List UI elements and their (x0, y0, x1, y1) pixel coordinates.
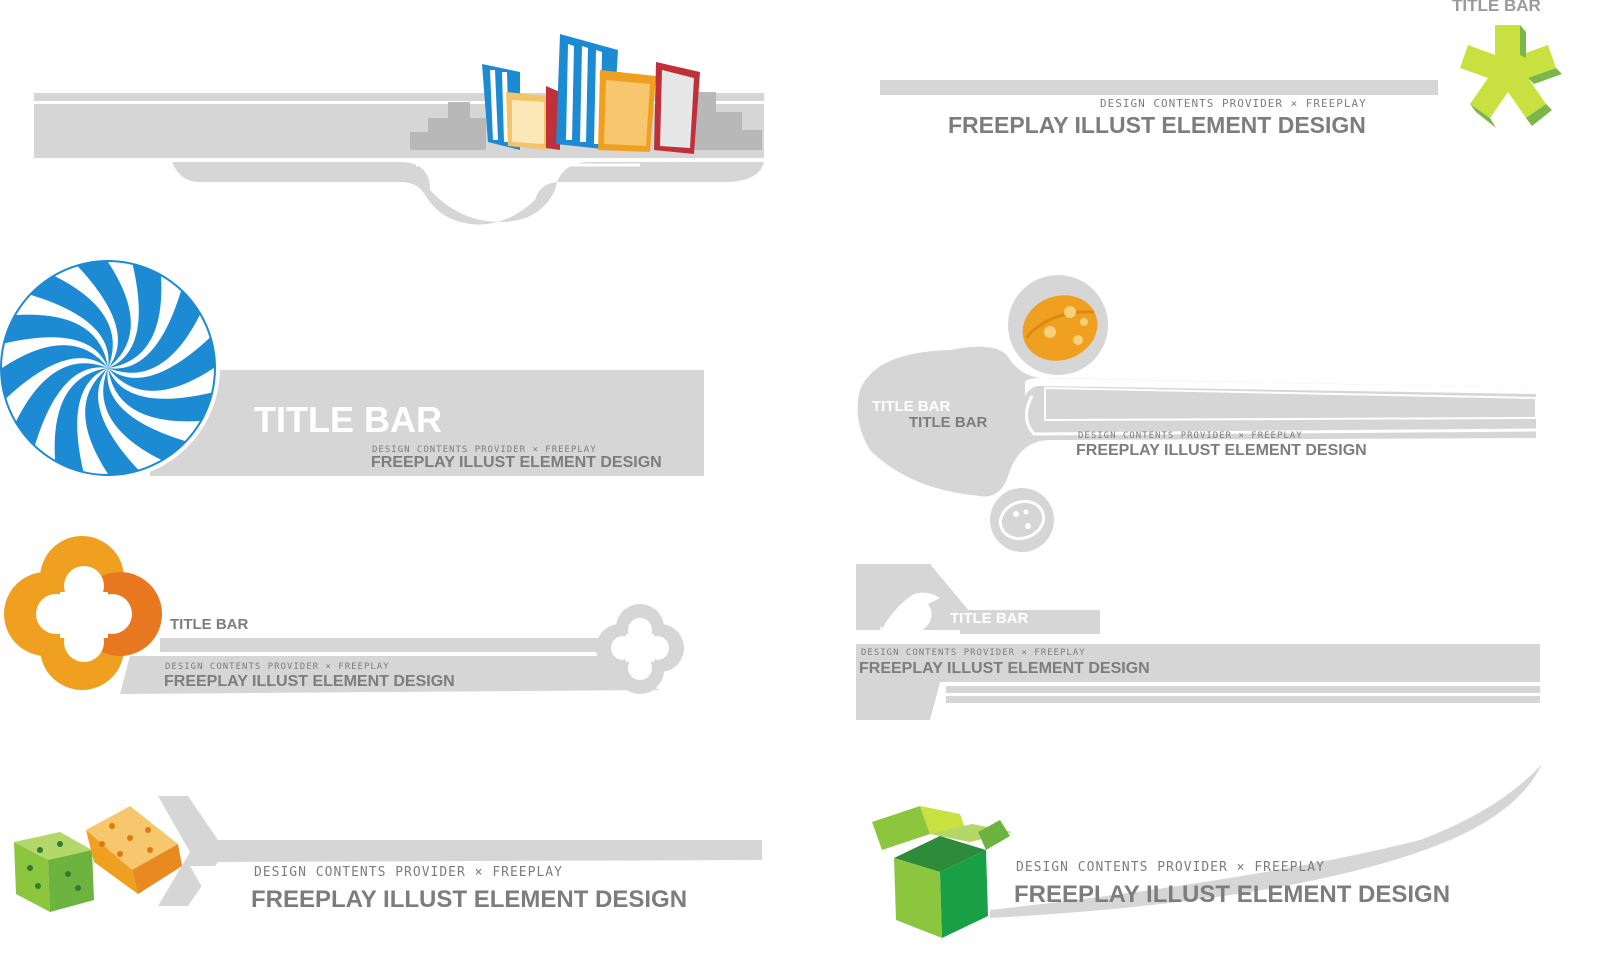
banner-main-text: FREEPLAY ILLUST ELEMENT DESIGN (371, 454, 662, 471)
swirl-blade (107, 368, 200, 441)
box-banner-graphic (872, 764, 1542, 938)
asterisk-banner-graphic (880, 25, 1562, 128)
banner-subtitle: DESIGN CONTENTS PROVIDER × FREEPLAY (254, 865, 563, 880)
city-banner-graphic (34, 34, 764, 225)
ladybug-banner-graphic (857, 275, 1537, 552)
banner-title-secondary: TITLE BAR (909, 414, 988, 431)
swirl-blade (108, 276, 181, 369)
banner-subtitle: DESIGN CONTENTS PROVIDER × FREEPLAY (1016, 860, 1325, 875)
orange-clover-icon (4, 536, 162, 690)
banner-main-text: FREEPLAY ILLUST ELEMENT DESIGN (948, 112, 1366, 138)
swirl-banner-graphic (0, 256, 704, 480)
banner-main-text: FREEPLAY ILLUST ELEMENT DESIGN (859, 660, 1150, 677)
swirl-blade (16, 295, 109, 368)
blue-swirl-icon (0, 260, 216, 476)
banner-subtitle: DESIGN CONTENTS PROVIDER × FREEPLAY (372, 445, 597, 455)
banner-title: TITLE BAR (254, 399, 442, 440)
swirl-blade (55, 266, 118, 368)
banner-subtitle: DESIGN CONTENTS PROVIDER × FREEPLAY (165, 662, 390, 672)
dice-banner: DESIGN CONTENTS PROVIDER × FREEPLAY FREE… (0, 790, 780, 940)
ladybug-outline-icon (998, 499, 1046, 541)
open-box-icon (872, 806, 1012, 938)
clover-outline-icon (596, 604, 684, 694)
swirl-blade (108, 368, 214, 399)
city-banner (0, 0, 800, 230)
eagle-icon (880, 592, 940, 640)
banner-title: TITLE BAR (1452, 0, 1541, 15)
asterisk-banner: TITLE BAR DESIGN CONTENTS PROVIDER × FRE… (870, 0, 1609, 160)
eagle-banner: TITLE BAR DESIGN CONTENTS PROVIDER × FRE… (850, 560, 1550, 730)
leaf-ornament-icon (432, 172, 504, 212)
banner-main-text: FREEPLAY ILLUST ELEMENT DESIGN (1014, 881, 1451, 908)
swirl-banner: TITLE BAR DESIGN CONTENTS PROVIDER × FRE… (0, 255, 720, 485)
banner-title: TITLE BAR (950, 610, 1029, 627)
banner-main-text: FREEPLAY ILLUST ELEMENT DESIGN (1076, 442, 1367, 459)
swirl-blade (2, 337, 108, 368)
swirl-blade (77, 368, 108, 474)
swirl-blade (98, 368, 161, 470)
green-asterisk-icon (1460, 25, 1562, 128)
swirl-blade (108, 315, 210, 378)
dice-icon (14, 806, 182, 912)
dice-banner-graphic (14, 796, 762, 936)
eagle-banner-graphic (856, 564, 1540, 720)
banner-main-text: FREEPLAY ILLUST ELEMENT DESIGN (251, 886, 688, 913)
banner-title: TITLE BAR (872, 398, 951, 415)
banner-subtitle: DESIGN CONTENTS PROVIDER × FREEPLAY (1100, 97, 1367, 110)
swirl-blade (35, 367, 108, 460)
clover-banner: TITLE BAR DESIGN CONTENTS PROVIDER × FRE… (0, 530, 720, 710)
banner-subtitle: DESIGN CONTENTS PROVIDER × FREEPLAY (1078, 431, 1303, 441)
banner-title: TITLE BAR (170, 616, 249, 633)
banner-subtitle: DESIGN CONTENTS PROVIDER × FREEPLAY (861, 648, 1086, 658)
swirl-blade (6, 358, 109, 421)
swirl-blade (108, 262, 139, 368)
ladybug-icon (1022, 295, 1098, 361)
city-buildings-icon (482, 34, 700, 154)
banner-main-text: FREEPLAY ILLUST ELEMENT DESIGN (164, 673, 455, 690)
ladybug-banner: TITLE BAR TITLE BAR DESIGN CONTENTS PROV… (850, 270, 1550, 560)
box-banner: DESIGN CONTENTS PROVIDER × FREEPLAY FREE… (860, 760, 1560, 950)
clover-banner-graphic (4, 536, 684, 694)
